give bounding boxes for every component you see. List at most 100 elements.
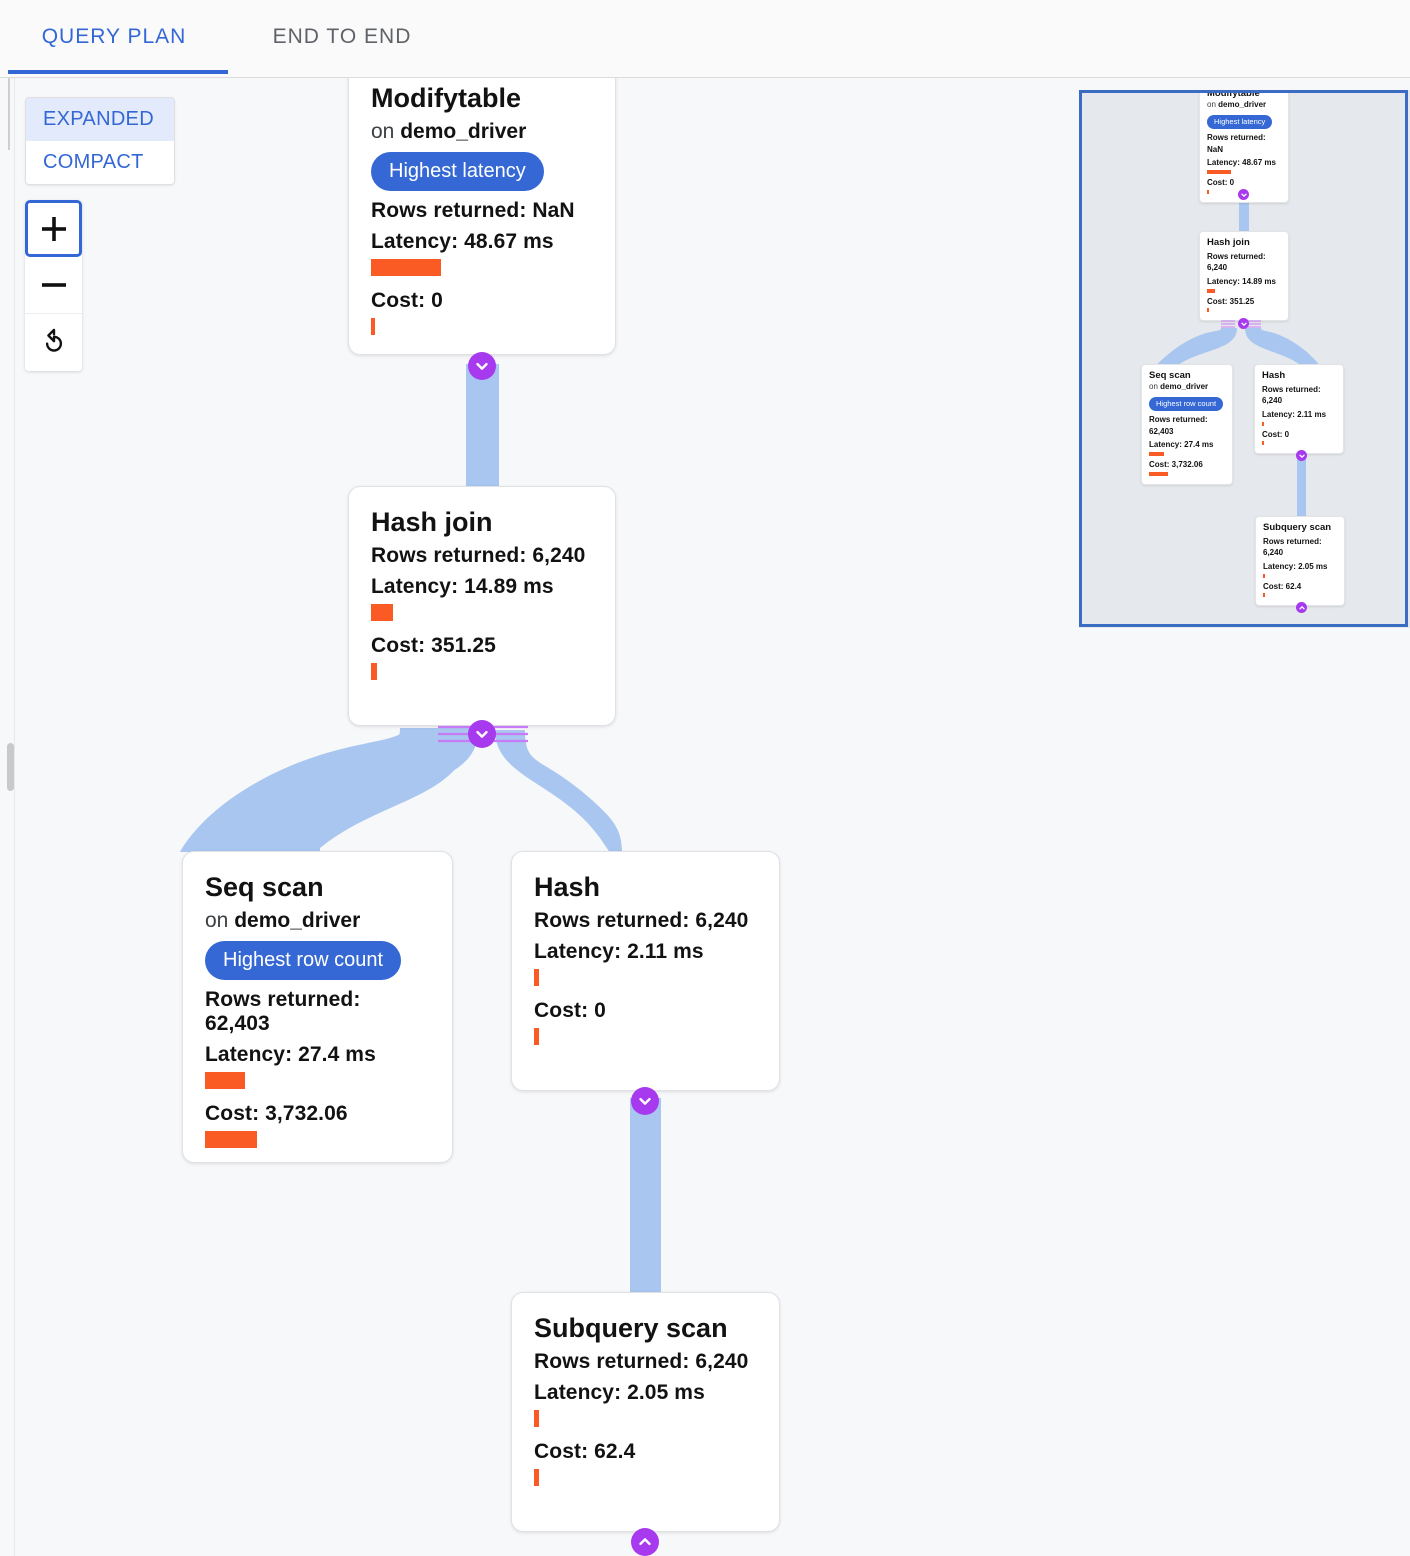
latency-bar	[371, 604, 393, 622]
node-rows-returned: Rows returned: 62,403	[205, 988, 361, 1036]
latency-bar	[371, 259, 441, 277]
latency-bar	[1149, 451, 1164, 456]
plan-node-hash-join[interactable]: Hash join Rows returned: 6,240 Latency: …	[348, 486, 616, 726]
latency-bar	[1263, 573, 1265, 578]
reset-zoom-button[interactable]	[25, 314, 82, 371]
node-latency: Latency: 2.11 ms	[1262, 410, 1327, 420]
minimap-toggle-modifytable[interactable]	[1238, 189, 1249, 200]
cost-bar	[1207, 308, 1209, 313]
chevron-down-icon	[1298, 454, 1305, 458]
minimap-node-hash-join[interactable]: Hash join Rows returned: 6,240 Latency: …	[1199, 231, 1289, 322]
relation-name: demo_driver	[234, 909, 361, 933]
node-title: Subquery scan	[534, 1313, 728, 1343]
node-title: Modifytable	[1207, 90, 1260, 99]
node-latency: Latency: 2.05 ms	[534, 1381, 705, 1405]
latency-bar	[1207, 288, 1215, 293]
minimap-node-modifytable[interactable]: Modifytable on demo_driver Highest laten…	[1199, 90, 1289, 203]
relation-name: demo_driver	[400, 120, 527, 144]
toggle-children-hash-join[interactable]	[468, 720, 496, 748]
tab-bar: QUERY PLAN END TO END	[0, 0, 1410, 78]
view-mode-switch[interactable]: EXPANDED COMPACT	[25, 97, 175, 185]
tab-end-to-end[interactable]: END TO END	[228, 0, 456, 74]
zoom-out-button[interactable]	[25, 257, 82, 314]
plan-node-subquery-scan[interactable]: Subquery scan Rows returned: 6,240 Laten…	[511, 1292, 780, 1532]
node-relation: on demo_driver	[1207, 99, 1267, 109]
minimap-branch-split-lines	[1221, 320, 1261, 328]
node-rows-returned: Rows returned: NaN	[371, 199, 575, 223]
cost-bar	[534, 1469, 539, 1487]
node-title: Hash	[1262, 370, 1286, 381]
canvas-top-divider	[8, 78, 10, 150]
cost-bar	[205, 1131, 257, 1149]
minimap-node-hash[interactable]: Hash Rows returned: 6,240 Latency: 2.11 …	[1254, 364, 1344, 455]
cost-bar	[1149, 471, 1168, 476]
edge-hashjoin-hash	[495, 730, 622, 865]
node-relation: on demo_driver	[205, 909, 361, 933]
node-rows-returned: Rows returned: 6,240	[1262, 384, 1321, 406]
minimap-toggle-hash[interactable]	[1296, 450, 1307, 461]
chevron-up-icon	[1298, 605, 1305, 609]
cost-bar	[371, 318, 375, 336]
chevron-up-icon	[639, 1538, 651, 1546]
node-badge-highest-latency: Highest latency	[1207, 114, 1273, 130]
node-cost: Cost: 0	[1207, 177, 1235, 187]
node-title: Hash	[534, 872, 601, 902]
latency-bar	[205, 1072, 245, 1090]
cost-bar	[1262, 441, 1264, 446]
plan-node-modifytable[interactable]: Modifytable on demo_driver Highest laten…	[348, 78, 616, 355]
tab-query-plan[interactable]: QUERY PLAN	[0, 0, 228, 74]
node-title: Seq scan	[1149, 370, 1191, 381]
chevron-down-icon	[476, 362, 488, 370]
minimap[interactable]: Modifytable on demo_driver Highest laten…	[1079, 90, 1410, 628]
node-cost: Cost: 3,732.06	[205, 1102, 348, 1126]
minimap-toggle-subquery-scan[interactable]	[1296, 602, 1307, 613]
node-cost: Cost: 62.4	[534, 1440, 636, 1464]
cost-bar	[534, 1028, 539, 1046]
cost-bar	[1207, 189, 1209, 194]
minimap-toggle-hash-join[interactable]	[1238, 318, 1249, 329]
view-mode-expanded[interactable]: EXPANDED	[26, 98, 174, 141]
latency-bar	[534, 969, 539, 987]
node-title: Seq scan	[205, 872, 324, 902]
zoom-in-button[interactable]	[25, 200, 82, 257]
node-cost: Cost: 3,732.06	[1149, 459, 1203, 469]
plan-node-hash[interactable]: Hash Rows returned: 6,240 Latency: 2.11 …	[511, 851, 780, 1091]
plan-node-seq-scan[interactable]: Seq scan on demo_driver Highest row coun…	[182, 851, 453, 1163]
cost-bar	[371, 663, 377, 681]
reset-rotate-icon	[45, 328, 62, 352]
node-latency: Latency: 14.89 ms	[1207, 277, 1276, 287]
toggle-children-hash[interactable]	[631, 1087, 659, 1115]
toggle-children-subquery-scan[interactable]	[631, 1528, 659, 1556]
node-title: Modifytable	[371, 83, 522, 113]
chevron-down-icon	[1240, 193, 1247, 197]
view-mode-compact[interactable]: COMPACT	[43, 151, 144, 173]
node-cost: Cost: 0	[1262, 429, 1290, 439]
latency-bar	[1207, 169, 1231, 174]
node-cost: Cost: 62.4	[1263, 581, 1302, 591]
node-latency: Latency: 48.67 ms	[371, 230, 554, 254]
zoom-controls[interactable]	[25, 200, 82, 371]
node-rows-returned: Rows returned: 6,240	[371, 544, 586, 568]
minimap-node-subquery-scan[interactable]: Subquery scan Rows returned: 6,240 Laten…	[1255, 516, 1345, 607]
chevron-down-icon	[476, 730, 488, 738]
plus-icon	[41, 216, 66, 241]
node-cost: Cost: 351.25	[371, 634, 496, 658]
panel-resize-handle[interactable]	[7, 743, 14, 791]
node-badge-highest-row-count: Highest row count	[205, 941, 402, 981]
minimap-edges	[1153, 195, 1323, 533]
node-latency: Latency: 2.05 ms	[1263, 562, 1328, 572]
on-prefix: on	[371, 120, 401, 144]
edge-hashjoin-seqscan	[200, 728, 470, 853]
node-cost: Cost: 0	[534, 999, 606, 1023]
node-rows-returned: Rows returned: 6,240	[534, 1350, 749, 1374]
node-latency: Latency: 14.89 ms	[371, 575, 554, 599]
cost-bar	[1263, 593, 1265, 598]
query-plan-canvas[interactable]: EXPANDED COMPACT	[0, 78, 1410, 1556]
node-latency: Latency: 48.67 ms	[1207, 158, 1276, 168]
active-tab-indicator	[8, 70, 228, 74]
toggle-children-modifytable[interactable]	[468, 352, 496, 380]
node-title: Hash join	[1207, 237, 1250, 248]
minimap-node-seq-scan[interactable]: Seq scan on demo_driver Highest row coun…	[1141, 364, 1233, 485]
node-cost: Cost: 351.25	[1207, 296, 1255, 306]
canvas-left-divider	[14, 78, 15, 1556]
